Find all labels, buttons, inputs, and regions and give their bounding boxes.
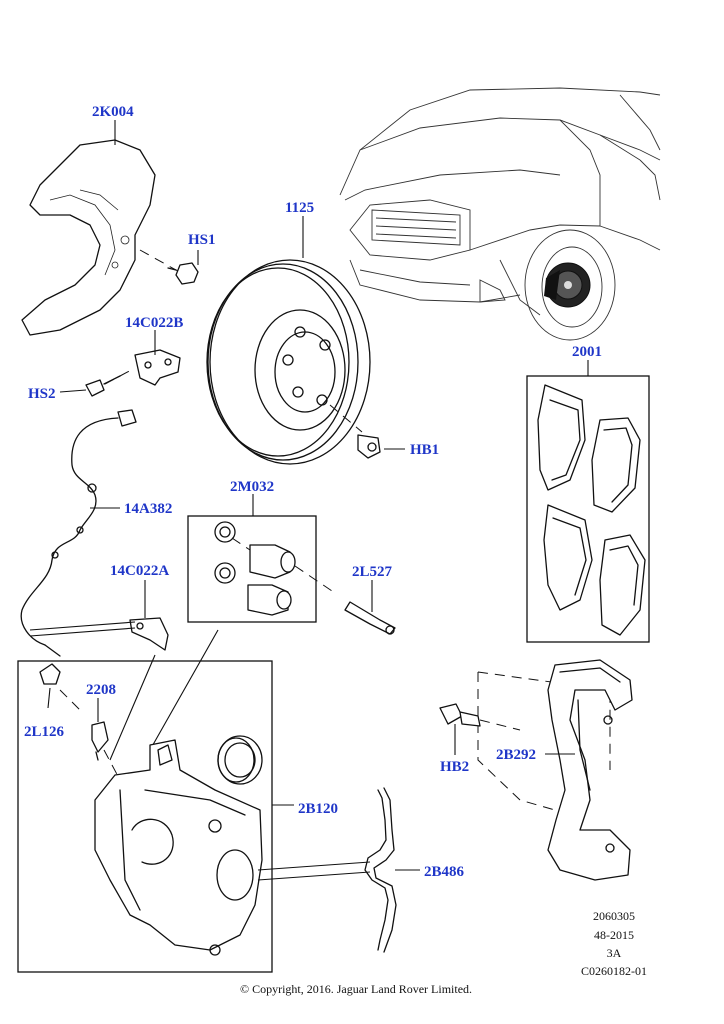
anti-rattle-spring[interactable] [257,787,397,953]
callout-14c022b[interactable]: 14C022B [125,315,183,331]
reference-line-4: C0260182-01 [581,964,647,978]
guide-pin-2l527[interactable] [344,601,396,635]
bolt-hb1[interactable] [329,404,381,459]
callout-2208[interactable]: 2208 [86,682,116,698]
callout-2k004[interactable]: 2K004 [92,104,134,120]
caliper-box [17,660,273,973]
guide-pin-kit[interactable] [214,521,336,616]
callout-2l126[interactable]: 2L126 [24,724,65,740]
screw-hs2[interactable] [85,367,136,397]
callout-2001[interactable]: 2001 [572,344,602,360]
screw-hs1[interactable] [139,249,199,285]
brake-disc[interactable] [206,259,371,465]
callout-hb1[interactable]: HB1 [410,442,439,458]
callout-2b486[interactable]: 2B486 [424,864,465,880]
callout-14a382[interactable]: 14A382 [124,501,172,517]
bleed-cap-2l126[interactable] [39,663,61,685]
callout-2b292[interactable]: 2B292 [496,747,536,763]
callout-hs2[interactable]: HS2 [28,386,56,402]
callout-hs1[interactable]: HS1 [188,232,216,248]
wear-sensor-14a382[interactable] [20,409,137,657]
bleed-screw-2208[interactable] [59,689,121,781]
vehicle-illustration [339,87,661,341]
bolt-hb2[interactable] [439,703,521,731]
bracket-14c022a[interactable] [29,617,169,651]
callout-2b120[interactable]: 2B120 [298,801,338,817]
callout-14c022a[interactable]: 14C022A [110,563,169,579]
brake-pad-kit[interactable] [537,384,646,636]
brake-caliper[interactable] [94,739,263,956]
reference-block: 2060305 48-2015 3A C0260182-01 [581,909,647,978]
bracket-14c022b[interactable] [134,349,181,386]
guide-pin-kit-box [187,515,317,623]
piston-seal[interactable] [217,735,263,785]
reference-line-1: 2060305 [593,909,635,923]
splash-shield[interactable] [21,139,156,336]
caliper-carrier[interactable] [547,659,633,881]
callout-hb2[interactable]: HB2 [440,759,469,775]
callout-1125[interactable]: 1125 [285,200,314,216]
copyright-text: © Copyright, 2016. Jaguar Land Rover Lim… [240,982,472,996]
callout-2l527[interactable]: 2L527 [352,564,393,580]
callout-2m032[interactable]: 2M032 [230,479,274,495]
reference-line-2: 48-2015 [594,928,634,942]
reference-line-3: 3A [607,946,622,960]
